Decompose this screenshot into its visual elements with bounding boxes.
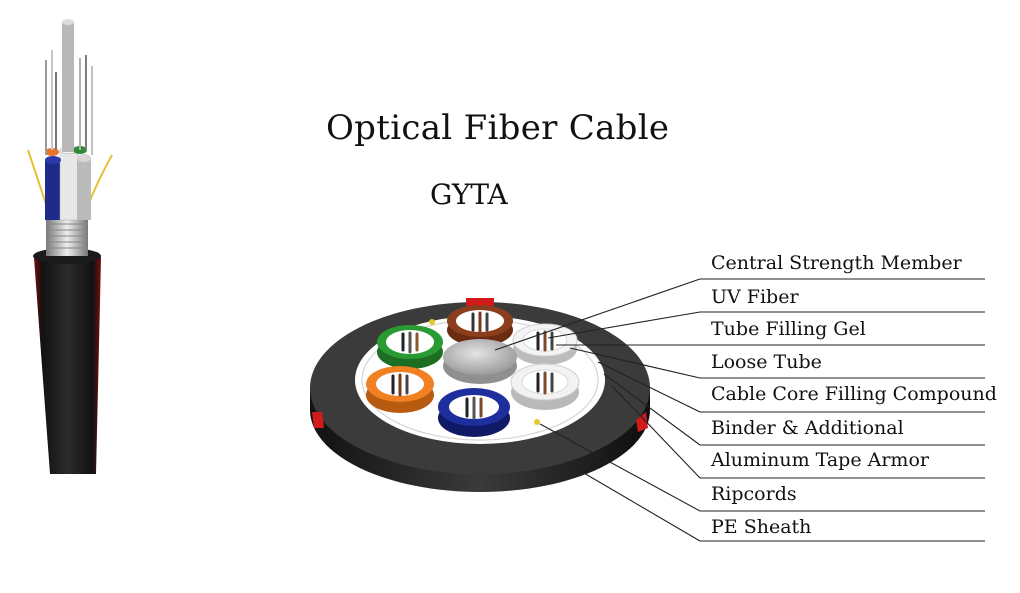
cable-cross-section <box>310 298 650 492</box>
central-member-side <box>62 22 74 152</box>
label-loose-tube: Loose Tube <box>711 351 822 373</box>
ripcord-mark-top <box>466 298 494 306</box>
label-pe-sheath: PE Sheath <box>711 516 812 538</box>
label-cable-core-filling-compound: Cable Core Filling Compound <box>711 383 997 405</box>
central-strength-member <box>443 339 517 384</box>
tube-grey-side <box>77 158 91 220</box>
ripcord-yellow-1 <box>429 319 435 325</box>
label-tube-filling-gel: Tube Filling Gel <box>711 318 866 340</box>
label-ripcords: Ripcords <box>711 483 797 505</box>
outer-pe-sheath <box>34 252 101 474</box>
ripcord-yellow-2 <box>534 419 540 425</box>
tube-blue-side <box>45 160 61 220</box>
tube-white-side <box>59 149 79 221</box>
fiber-strands <box>45 50 93 155</box>
label-uv-fiber: UV Fiber <box>711 286 799 308</box>
label-central-strength-member: Central Strength Member <box>711 252 962 274</box>
diagram-title: Optical Fiber Cable <box>326 108 670 148</box>
label-binder-additional: Binder & Additional <box>711 417 904 439</box>
label-aluminum-tape-armor: Aluminum Tape Armor <box>711 449 929 471</box>
fibers-in-tubes <box>391 311 554 420</box>
leader-lines <box>494 278 985 542</box>
cable-side-view <box>27 19 113 474</box>
ripcord-mark-left <box>312 412 324 428</box>
cable-model: GYTA <box>430 178 508 211</box>
ripcord-mark-right <box>636 412 648 432</box>
